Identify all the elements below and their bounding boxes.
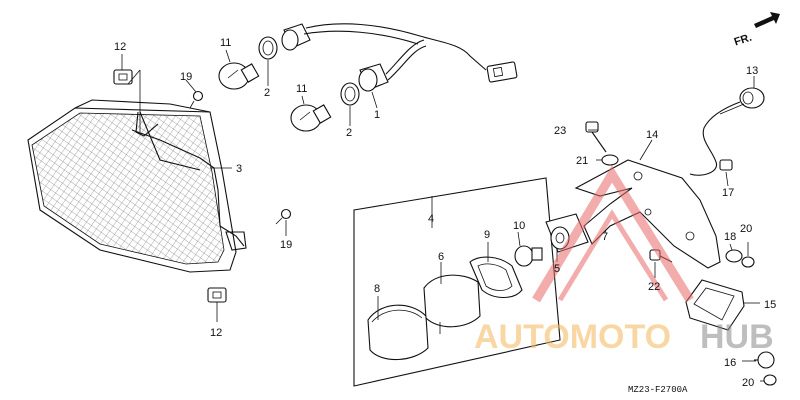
clip-17 xyxy=(719,159,733,171)
callout-label: 21 xyxy=(576,155,588,167)
callout-label: 3 xyxy=(236,163,242,175)
nut-20-top xyxy=(741,256,755,268)
socket-1-bottom xyxy=(358,63,389,92)
callout-label: 5 xyxy=(554,263,560,275)
callout-label: 12 xyxy=(114,41,126,53)
callout-label: 10 xyxy=(513,220,525,232)
callout-label: 19 xyxy=(280,239,292,251)
callout-label: 20 xyxy=(740,223,752,235)
leaders-left xyxy=(121,54,287,322)
callout-label: 19 xyxy=(180,71,192,83)
nut-20-bottom xyxy=(763,374,777,386)
bulb-10 xyxy=(514,245,543,267)
callout-label: 15 xyxy=(764,299,776,311)
diagram-code: MZ23-F2700A xyxy=(628,385,688,395)
bracket-3 xyxy=(131,111,247,251)
leaders-bulbs xyxy=(225,49,378,126)
gasket-2-bottom xyxy=(340,82,360,106)
callout-label: 6 xyxy=(438,251,444,263)
bulb-11-top xyxy=(218,62,260,90)
wire-harness xyxy=(303,23,518,83)
screw-19-bottom xyxy=(275,208,292,225)
callout-label: 16 xyxy=(724,357,736,369)
assembly-4-frame xyxy=(353,177,561,387)
grommet-12-top xyxy=(113,69,133,85)
socket-1-top xyxy=(281,23,311,51)
callout-label: 12 xyxy=(210,327,222,339)
watermark-text-primary: AUTOMOTO xyxy=(474,318,671,356)
watermark-text-secondary: HUB xyxy=(700,318,774,356)
reflector-15 xyxy=(685,279,745,331)
callout-label: 2 xyxy=(346,127,352,139)
housing-6 xyxy=(423,274,481,334)
callout-label: 22 xyxy=(648,281,660,293)
callout-label: 23 xyxy=(554,125,566,137)
bracket-14 xyxy=(574,159,721,269)
front-direction-arrow-icon xyxy=(754,12,780,28)
watermark-triangle-icon xyxy=(532,165,694,303)
callout-label: 14 xyxy=(646,129,658,141)
tail-light-housing xyxy=(27,99,237,273)
bulb-11-bottom xyxy=(290,104,332,132)
leaders-right xyxy=(588,76,764,382)
watermark: AUTOMOTO HUB xyxy=(474,165,774,356)
direction-label: FR. xyxy=(733,32,754,49)
callout-label: 17 xyxy=(722,187,734,199)
grommet-12-bottom xyxy=(207,287,227,303)
callout-label: 4 xyxy=(428,213,434,225)
gasket-2-top xyxy=(258,36,278,60)
callout-label: 20 xyxy=(742,377,754,389)
gasket-9 xyxy=(469,256,523,299)
callout-label: 1 xyxy=(374,109,380,121)
callout-label: 11 xyxy=(220,37,231,49)
screw-16 xyxy=(754,351,775,369)
lens-8 xyxy=(367,304,429,361)
callout-label: 8 xyxy=(374,283,380,295)
callout-label: 13 xyxy=(746,65,758,77)
bolt-23 xyxy=(585,121,607,153)
screw-19-top xyxy=(189,90,204,109)
wire-13 xyxy=(689,101,745,176)
callout-label: 9 xyxy=(484,229,490,241)
callout-label: 7 xyxy=(602,231,608,243)
callout-labels: 12 19 3 19 12 11 2 11 2 1 4 9 10 6 8 5 7… xyxy=(114,37,776,389)
callout-label: 18 xyxy=(724,231,736,243)
washer-21 xyxy=(601,154,619,166)
callout-label: 2 xyxy=(264,87,270,99)
collar-18 xyxy=(725,249,743,263)
callout-label: 11 xyxy=(296,83,307,95)
grommet-13 xyxy=(739,87,765,109)
